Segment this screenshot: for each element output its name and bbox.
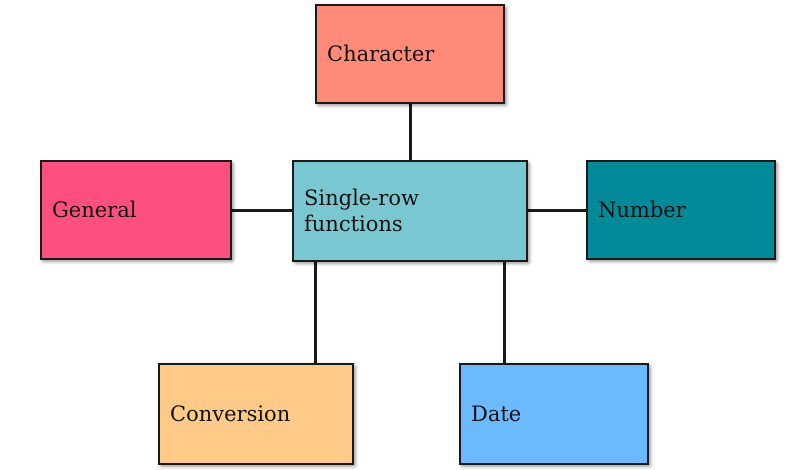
connector-left — [232, 209, 292, 212]
node-general-label: General — [52, 197, 137, 222]
node-date-label: Date — [471, 401, 522, 426]
node-date: Date — [459, 363, 649, 465]
node-character: Character — [315, 4, 505, 104]
center-label-line1: Single-row — [304, 185, 419, 210]
node-single-row-functions: Single-row functions — [292, 160, 528, 262]
center-label-line2: functions — [304, 212, 403, 236]
node-general: General — [40, 160, 232, 260]
node-number-label: Number — [598, 197, 686, 222]
connector-bottom-left — [314, 262, 317, 363]
node-character-label: Character — [327, 41, 435, 66]
node-number: Number — [586, 160, 776, 260]
connector-right — [528, 209, 586, 212]
center-label: Single-row functions — [304, 185, 419, 238]
node-conversion: Conversion — [158, 363, 354, 465]
connector-top — [409, 104, 412, 160]
connector-bottom-right — [503, 262, 506, 363]
node-conversion-label: Conversion — [170, 401, 291, 426]
